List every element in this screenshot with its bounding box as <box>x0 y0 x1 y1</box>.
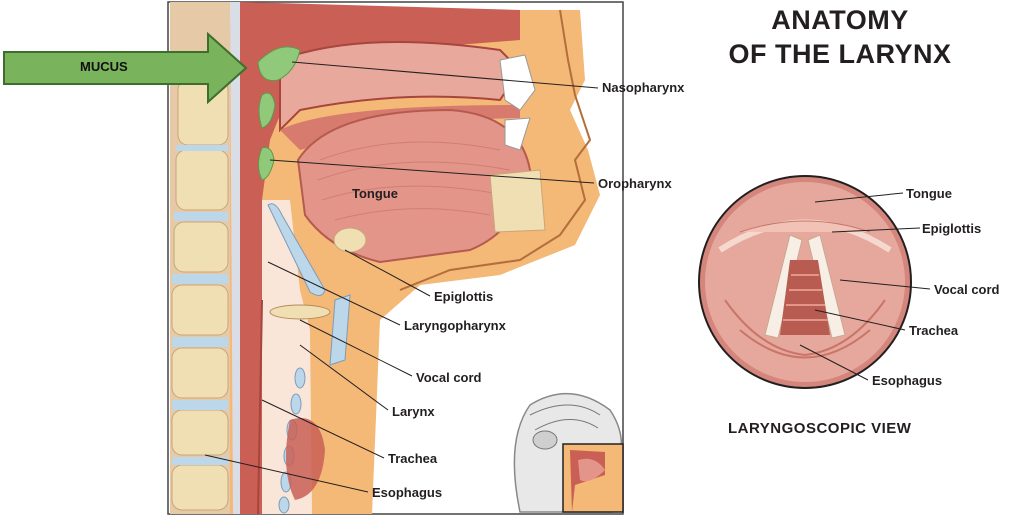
nasal-cavity <box>279 41 522 133</box>
teeth <box>499 54 536 151</box>
vertebrae <box>171 79 229 511</box>
spinal-cord <box>230 1 243 515</box>
scope-label-tongue: Tongue <box>906 186 952 201</box>
scope-label-esophagus: Esophagus <box>872 373 943 388</box>
tongue-texture <box>317 141 511 221</box>
mucus-blobs <box>257 46 301 181</box>
laryngoscopic-caption: LARYNGOSCOPIC VIEW <box>728 420 912 437</box>
laryngoscopic-illustration <box>698 175 931 389</box>
head-inset <box>513 393 624 513</box>
illustration-frame <box>167 1 624 515</box>
label-laryngopharynx: Laryngopharynx <box>404 318 506 333</box>
title-line-1: ANATOMY <box>771 5 909 35</box>
scope-label-vocal-cord: Vocal cord <box>934 282 1000 297</box>
label-esophagus: Esophagus <box>372 485 443 500</box>
epiglottis-cartilage <box>267 203 326 296</box>
mucus-arrow <box>3 31 248 105</box>
scope-label-epiglottis: Epiglottis <box>922 221 982 236</box>
face-profile <box>399 9 592 291</box>
scope-label-trachea: Trachea <box>909 323 959 338</box>
mucus-label: MUCUS <box>80 59 128 74</box>
sagittal-leaders <box>204 61 599 493</box>
esophagus-tube <box>257 299 263 515</box>
label-vocal-cord: Vocal cord <box>416 370 482 385</box>
label-larynx: Larynx <box>392 404 435 419</box>
label-tongue: Tongue <box>352 186 398 201</box>
label-nasopharynx: Nasopharynx <box>602 80 685 95</box>
label-epiglottis: Epiglottis <box>434 289 494 304</box>
label-trachea: Trachea <box>388 451 438 466</box>
title-line-2: OF THE LARYNX <box>728 39 952 69</box>
thyroid-cartilage <box>329 294 351 366</box>
thyroid-gland <box>286 418 325 500</box>
label-oropharynx: Oropharynx <box>598 176 672 191</box>
jaw-bone <box>489 169 546 233</box>
vocal-fold-shape <box>269 304 331 320</box>
hyoid-bone <box>333 227 367 253</box>
discs <box>172 145 228 465</box>
